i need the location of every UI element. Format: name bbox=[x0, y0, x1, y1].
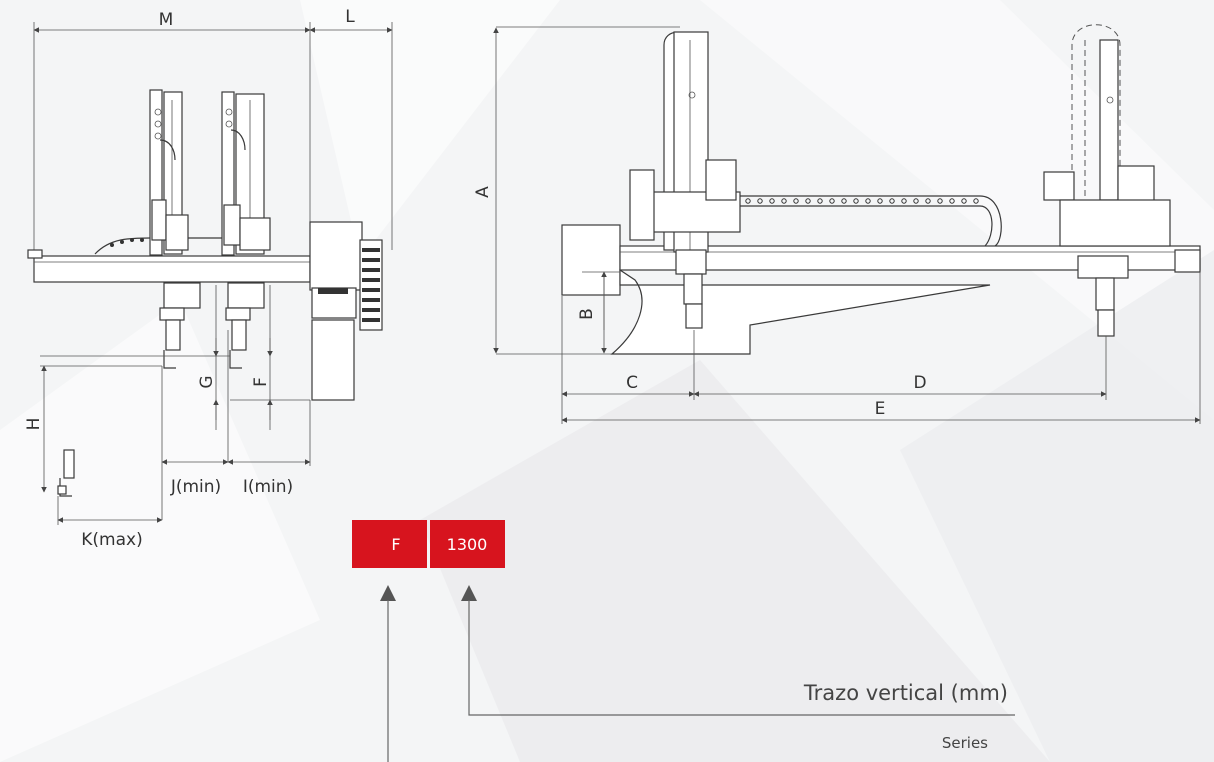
dim-label-g: G bbox=[197, 375, 217, 388]
series-caption: Series bbox=[942, 734, 988, 752]
dim-label-k: K(max) bbox=[81, 530, 142, 550]
series-arrow-head bbox=[380, 585, 396, 601]
dim-label-j: J(min) bbox=[170, 477, 221, 497]
dim-label-e: E bbox=[875, 399, 886, 419]
stroke-leader-line bbox=[468, 600, 1015, 716]
stroke-code-box bbox=[430, 520, 505, 568]
dim-label-i: I(min) bbox=[243, 477, 293, 497]
dim-label-d: D bbox=[913, 373, 926, 393]
dim-label-a: A bbox=[473, 186, 493, 198]
side-view-drawing bbox=[27, 22, 393, 525]
dim-label-f: F bbox=[251, 377, 271, 387]
vertical-stroke-caption: Trazo vertical (mm) bbox=[803, 681, 1008, 705]
dim-label-c: C bbox=[626, 373, 638, 393]
dim-label-m: M bbox=[159, 10, 174, 30]
dim-label-h: H bbox=[24, 418, 44, 431]
stroke-arrow-head bbox=[461, 585, 477, 601]
front-view-drawing bbox=[493, 24, 1201, 424]
series-code-box bbox=[352, 520, 427, 568]
dim-label-b: B bbox=[577, 308, 597, 320]
dim-label-l: L bbox=[345, 7, 355, 27]
series-code-text: F bbox=[391, 535, 400, 554]
model-code: F 1300 bbox=[352, 520, 1015, 762]
stroke-code-text: 1300 bbox=[447, 535, 488, 554]
